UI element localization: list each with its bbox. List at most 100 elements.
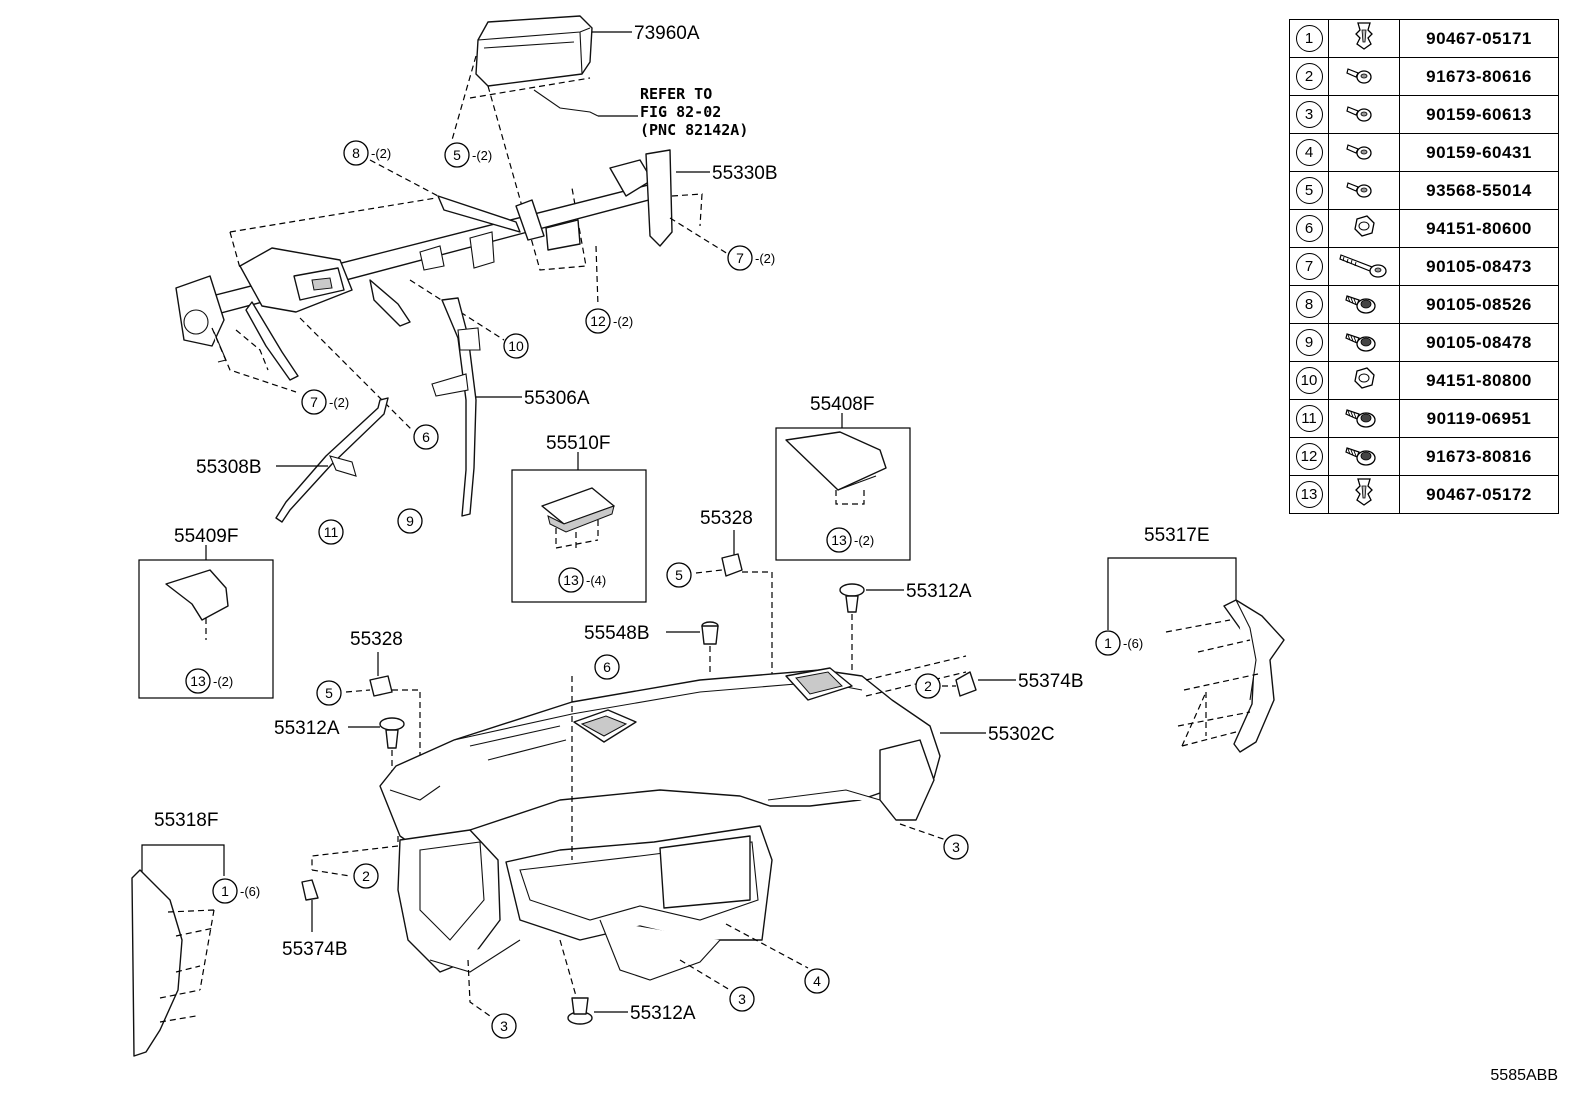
fastener-row: 1 90467-05171 (1289, 19, 1559, 58)
callout-number: 3 (738, 991, 746, 1007)
screw-icon (1328, 57, 1400, 96)
callout-circle (594, 654, 620, 680)
callout-quantity: -(6) (240, 884, 260, 899)
callout-quantity: -(2) (472, 148, 492, 163)
callout-13: 13-(2) (826, 527, 874, 553)
refer-note-line3: (PNC 82142A) (640, 121, 748, 139)
clip-55312A-upper[interactable] (839, 583, 865, 613)
fastener-number-cell: 10 (1289, 361, 1329, 400)
cover-55408F[interactable] (785, 431, 887, 491)
callout-quantity: -(2) (329, 395, 349, 410)
callout-circle (727, 245, 753, 271)
fastener-number-cell: 1 (1289, 19, 1329, 58)
bolt-icon (1328, 399, 1400, 438)
callout-quantity: -(2) (613, 314, 633, 329)
callout-10: 10 (503, 333, 529, 359)
callout-circle (491, 1013, 517, 1039)
instrument-panel-reinforcement[interactable] (175, 149, 673, 381)
clip-55312A-bottom[interactable] (567, 997, 593, 1025)
callout-quantity: -(6) (1123, 636, 1143, 651)
brace-55306A[interactable] (431, 297, 481, 517)
fastener-number: 6 (1295, 215, 1323, 242)
part-label-55374B-right: 55374B (1018, 671, 1084, 692)
callout-number: 7 (736, 250, 744, 266)
callout-3: 3 (491, 1013, 517, 1039)
fastener-part-number: 90105-08478 (1399, 323, 1559, 362)
callout-circle (212, 878, 238, 904)
callout-circle (444, 142, 470, 168)
callout-number: 1 (1104, 635, 1112, 651)
refer-note-line2: FIG 82-02 (640, 103, 721, 121)
fastener-row: 5 93568-55014 (1289, 171, 1559, 210)
part-label-55330B: 55330B (712, 163, 778, 184)
callout-1: 1 -(6) (212, 878, 260, 904)
box-55510F (511, 469, 647, 603)
callout-circle (503, 333, 529, 359)
plug-55548B[interactable] (701, 621, 719, 645)
part-label-73960A: 73960A (634, 23, 700, 44)
fastener-number-cell: 2 (1289, 57, 1329, 96)
part-label-55318F: 55318F (154, 810, 218, 831)
callout-6: 6 (594, 654, 620, 680)
instrument-panel-55302C[interactable] (379, 667, 941, 981)
callout-number: 12 (590, 313, 606, 329)
clip-55328-lower[interactable] (369, 675, 393, 697)
callout-circle (185, 668, 211, 694)
callout-circle (804, 968, 830, 994)
callout-circle (585, 308, 611, 334)
bracket-55374B-right[interactable] (955, 671, 977, 697)
callout-7: 7 -(2) (727, 245, 775, 271)
callout-circle (729, 986, 755, 1012)
cover-55409F[interactable] (165, 569, 229, 621)
callout-circle (413, 424, 439, 450)
callout-13: 13-(2) (185, 668, 233, 694)
fastener-part-number: 90467-05171 (1399, 19, 1559, 58)
callout-5: 5-(2) (444, 142, 492, 168)
fastener-part-number: 94151-80600 (1399, 209, 1559, 248)
part-label-55328-upper: 55328 (700, 508, 753, 529)
fastener-number: 9 (1295, 329, 1323, 356)
airbag-module-73960A[interactable] (475, 15, 599, 117)
callout-circle (318, 519, 344, 545)
fastener-row: 7 90105-08473 (1289, 247, 1559, 286)
part-label-55548B: 55548B (584, 623, 650, 644)
fastener-number-cell: 5 (1289, 171, 1329, 210)
part-label-55510F: 55510F (546, 433, 610, 454)
fastener-part-number: 93568-55014 (1399, 171, 1559, 210)
bolt-icon (1328, 285, 1400, 324)
callout-quantity: -(2) (755, 251, 775, 266)
callout-number: 1 (221, 883, 229, 899)
side-cover-55318F[interactable] (131, 869, 183, 1057)
fastener-number: 5 (1295, 177, 1323, 204)
fastener-number-cell: 4 (1289, 133, 1329, 172)
clip-55312A-left[interactable] (379, 717, 405, 749)
callout-circle (343, 140, 369, 166)
callout-number: 9 (406, 513, 414, 529)
callout-circle (316, 680, 342, 706)
side-cover-55317E[interactable] (1223, 599, 1285, 753)
part-label-55312A-bottom: 55312A (630, 1003, 696, 1024)
brace-55308B[interactable] (275, 397, 389, 523)
fastener-number: 2 (1295, 63, 1323, 90)
part-label-55312A-upper: 55312A (906, 581, 972, 602)
callout-13: 13-(4) (558, 567, 606, 593)
bracket-55374B-left[interactable] (301, 879, 319, 901)
part-label-55408F: 55408F (810, 394, 874, 415)
clip-55328-upper[interactable] (721, 553, 743, 577)
callout-6: 6 (413, 424, 439, 450)
fastener-part-number: 90105-08526 (1399, 285, 1559, 324)
callout-circle (826, 527, 852, 553)
fastener-number-cell: 7 (1289, 247, 1329, 286)
callout-circle (915, 673, 941, 699)
fastener-number: 11 (1295, 405, 1323, 432)
callout-9: 9 (397, 508, 423, 534)
callout-quantity: -(2) (854, 533, 874, 548)
fastener-part-number: 90105-08473 (1399, 247, 1559, 286)
cover-55510F[interactable] (541, 487, 615, 533)
nut-icon (1328, 209, 1400, 248)
fastener-number: 4 (1295, 139, 1323, 166)
